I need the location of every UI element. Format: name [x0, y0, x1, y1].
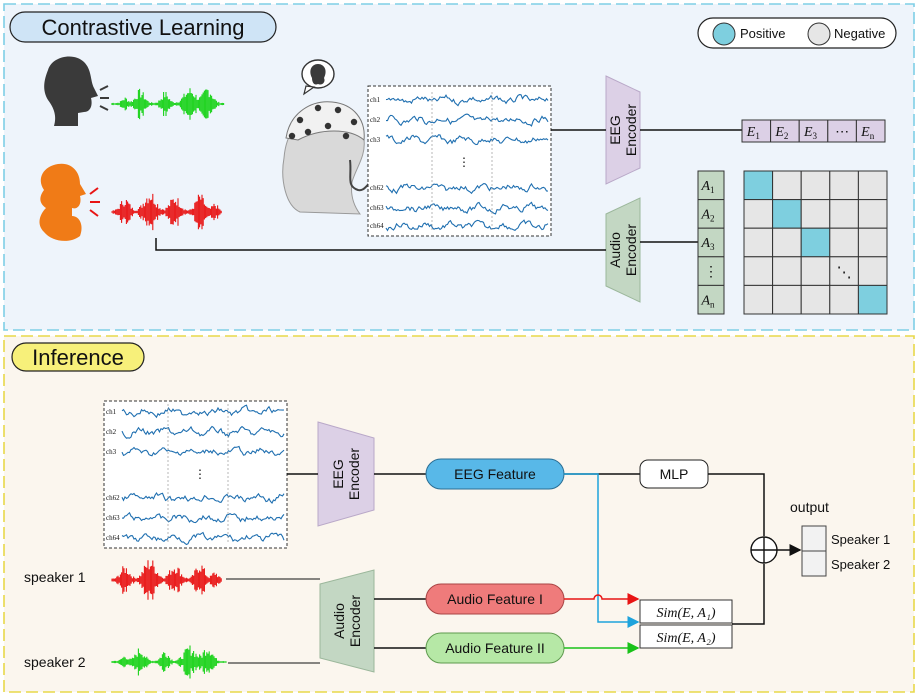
- ch63-label: ch63: [370, 204, 384, 212]
- matrix-cell-negative: [743, 227, 774, 258]
- matrix-cell-negative: [857, 170, 888, 201]
- legend-negative: Negative: [834, 26, 885, 41]
- contrastive-learning-title: Contrastive Learning: [9, 11, 277, 43]
- svg-text:EEG: EEG: [330, 459, 346, 489]
- svg-text:MLP: MLP: [660, 466, 689, 482]
- svg-text:Audio: Audio: [607, 232, 623, 268]
- output-label: output: [790, 499, 829, 515]
- svg-text:Audio Feature II: Audio Feature II: [445, 640, 545, 656]
- svg-text:Encoder: Encoder: [623, 224, 639, 276]
- matrix-cell-negative: [772, 227, 802, 258]
- svg-text:Encoder: Encoder: [623, 104, 639, 156]
- mlp-box: MLP: [639, 459, 709, 489]
- svg-text:ch2: ch2: [106, 428, 117, 436]
- matrix-cell-negative: [743, 199, 774, 229]
- eeg-signal-box-top: ch1 ch2 ch3 ⋮ ch62 ch63 ch64: [367, 85, 552, 237]
- audio-encoder-inference: Audio Encoder: [319, 569, 375, 673]
- red-waveform-top: [111, 193, 222, 231]
- svg-text:⋯: ⋯: [835, 125, 849, 140]
- sim-box-2: Sim(E, A₂): [639, 624, 733, 649]
- matrix-cell-negative: [829, 227, 859, 258]
- svg-text:⋮: ⋮: [194, 467, 206, 481]
- matrix-cell-negative: [829, 170, 859, 201]
- speaker1-waveform: [111, 560, 222, 600]
- svg-text:Sim(E, A₁): Sim(E, A₁): [656, 606, 715, 621]
- speaker-head-icon-orange: [39, 163, 100, 241]
- matrix-cell-positive: [800, 227, 831, 258]
- svg-text:Inference: Inference: [32, 345, 124, 370]
- svg-text:Audio Feature I: Audio Feature I: [447, 591, 543, 607]
- ch1-label: ch1: [370, 96, 381, 104]
- matrix-cell-negative: [857, 256, 888, 286]
- matrix-cell-negative: [743, 256, 774, 286]
- ch64-label: ch64: [370, 222, 384, 230]
- audio-embedding-cell: [697, 284, 725, 315]
- svg-text:ch1: ch1: [106, 408, 117, 416]
- matrix-cell-negative: [772, 170, 802, 201]
- output-speaker2: Speaker 2: [831, 557, 890, 572]
- svg-text:Audio: Audio: [331, 603, 347, 639]
- svg-text:ch63: ch63: [106, 514, 120, 522]
- matrix-cell-positive: [857, 284, 888, 315]
- eeg-subject-icon: [282, 59, 379, 215]
- output-table: output Speaker 1 Speaker 2: [790, 499, 890, 577]
- svg-text:Sim(E, A₂): Sim(E, A₂): [656, 631, 715, 646]
- legend-positive: Positive: [740, 26, 786, 41]
- ch3-label: ch3: [370, 136, 381, 144]
- matrix-cell-negative: [829, 256, 859, 286]
- svg-text:ch64: ch64: [106, 534, 120, 542]
- speaker2-label: speaker 2: [24, 654, 86, 670]
- matrix-cell-negative: [772, 256, 802, 286]
- positive-swatch: [712, 22, 736, 46]
- svg-text:Encoder: Encoder: [347, 595, 363, 647]
- matrix-cell-negative: [857, 227, 888, 258]
- svg-text:⋮: ⋮: [458, 155, 470, 169]
- svg-text:ch62: ch62: [106, 494, 120, 502]
- sum-operator-icon: [750, 536, 778, 564]
- ch62-label: ch62: [370, 184, 384, 192]
- output-speaker1: Speaker 1: [831, 532, 890, 547]
- ch2-label: ch2: [370, 116, 381, 124]
- matrix-cell-negative: [800, 256, 831, 286]
- matrix-diagonal-dots: ⋱: [837, 265, 852, 281]
- matrix-cell-negative: [829, 199, 859, 229]
- audio-embedding-cell: [697, 256, 725, 286]
- svg-text:ch3: ch3: [106, 448, 117, 456]
- speaker2-waveform: [111, 645, 227, 679]
- svg-text:Encoder: Encoder: [346, 448, 362, 500]
- negative-swatch: [807, 22, 831, 46]
- matrix-cell-positive: [772, 199, 802, 229]
- speaker1-label: speaker 1: [24, 569, 86, 585]
- matrix-cell-negative: [743, 284, 774, 315]
- matrix-cell-positive: [743, 170, 774, 201]
- svg-text:⋮: ⋮: [704, 265, 718, 280]
- svg-text:EEG Feature: EEG Feature: [454, 466, 536, 482]
- eeg-encoder-inference: EEG Encoder: [317, 421, 375, 527]
- green-waveform-top: [111, 88, 225, 120]
- matrix-cell-negative: [800, 199, 831, 229]
- audio-feature-1-box: Audio Feature I: [425, 583, 565, 615]
- svg-text:EEG: EEG: [607, 115, 623, 145]
- matrix-cell-negative: [857, 199, 888, 229]
- audio-embedding-cell: [697, 170, 725, 201]
- legend: Positive Negative: [697, 17, 897, 49]
- inference-title: Inference: [11, 342, 145, 372]
- matrix-cell-negative: [772, 284, 802, 315]
- matrix-cell-negative: [829, 284, 859, 315]
- matrix-cell-negative: [800, 284, 831, 315]
- similarity-matrix: ⋱: [743, 170, 888, 315]
- eeg-encoder-top: EEG Encoder: [605, 75, 641, 185]
- eeg-feature-box: EEG Feature: [425, 458, 565, 490]
- eeg-signal-box-inference: ch1 ch2 ch3 ⋮ ch62 ch63 ch64: [103, 400, 288, 549]
- sim-box-1: Sim(E, A₁): [639, 599, 733, 624]
- audio-encoder-top: Audio Encoder: [605, 197, 641, 303]
- matrix-cell-negative: [800, 170, 831, 201]
- speaker-head-icon-dark: [44, 56, 109, 126]
- svg-text:Contrastive Learning: Contrastive Learning: [41, 15, 244, 40]
- audio-feature-2-box: Audio Feature II: [425, 632, 565, 664]
- eeg-embedding-cell: [855, 119, 886, 143]
